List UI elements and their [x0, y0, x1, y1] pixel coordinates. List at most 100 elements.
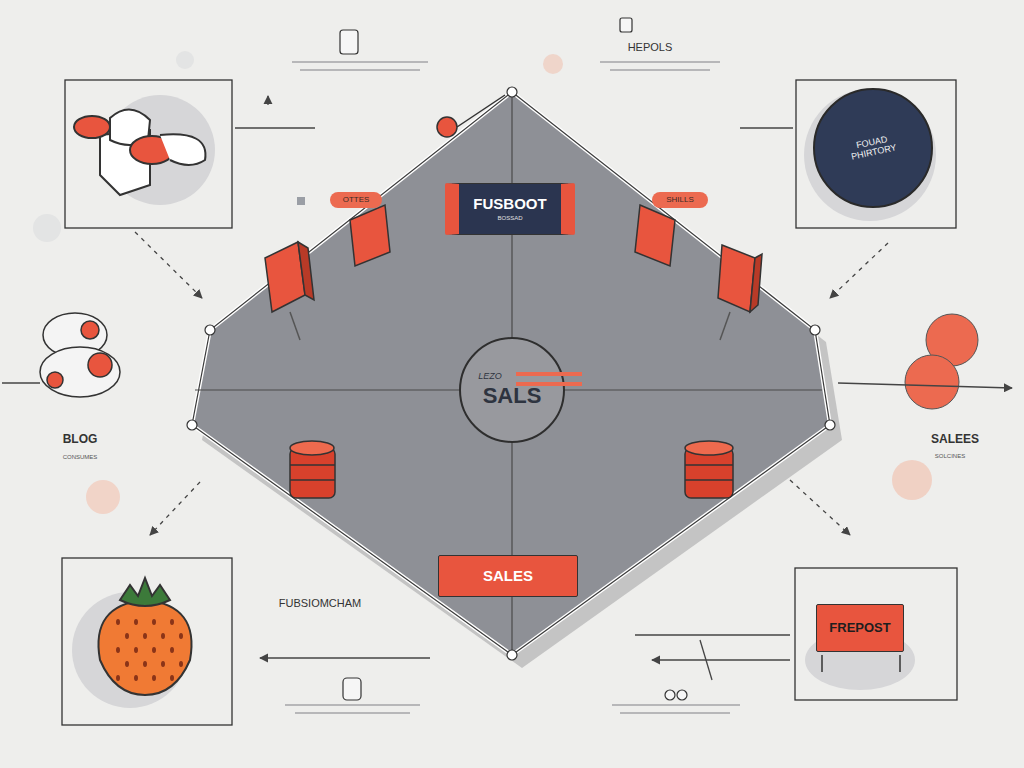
rail-post	[187, 87, 835, 660]
text-stack: SALES	[483, 568, 533, 585]
sign-post	[822, 655, 900, 672]
strawberry-seed	[170, 619, 174, 625]
pointer-arrow	[2, 382, 40, 383]
pointer-arrow	[740, 127, 793, 128]
strawberry	[98, 578, 191, 695]
barrel	[290, 441, 334, 455]
cluster-icon	[47, 372, 63, 388]
cluster-icon	[40, 347, 120, 397]
barrel	[685, 479, 733, 481]
dashed-leader	[830, 243, 888, 298]
strawberry-seed	[125, 661, 129, 667]
picture-frame	[796, 80, 956, 228]
strawberry-seed	[161, 661, 165, 667]
barrel	[290, 441, 733, 498]
strawberry-seed	[116, 619, 120, 625]
red-block	[750, 254, 762, 312]
dashed-leader	[790, 480, 850, 535]
frame-shadow	[72, 89, 936, 708]
barrel	[685, 441, 733, 455]
rail-post	[507, 87, 517, 97]
barrel	[685, 464, 733, 466]
red-block	[298, 242, 314, 300]
text-stack: FREPOST	[829, 621, 890, 635]
strawberry-seed	[143, 661, 147, 667]
text-line	[620, 712, 730, 714]
rail-post	[825, 420, 835, 430]
red-block	[720, 312, 730, 340]
frame-shadow	[804, 89, 936, 221]
text-line	[292, 61, 428, 63]
glove-figure	[74, 116, 110, 138]
orange-circle	[905, 355, 959, 409]
strawberry-seed	[179, 661, 183, 667]
text-label: SALEES	[931, 433, 979, 446]
text-label: FUBSIOMCHAM	[279, 597, 362, 609]
text-line	[295, 712, 410, 714]
small-icon	[343, 678, 361, 700]
cluster-icon	[81, 321, 99, 339]
small-icon	[340, 30, 358, 54]
text-label: BLOG	[63, 433, 98, 446]
sign-post	[899, 655, 901, 672]
text-label: OTTES	[343, 196, 370, 205]
red-block	[350, 205, 390, 266]
red-ball	[437, 117, 457, 137]
strawberry-seed	[170, 647, 174, 653]
sign-post	[821, 655, 823, 672]
node-title: FREPOST	[829, 621, 890, 635]
red-block	[718, 245, 755, 312]
node-title: LEZO	[478, 372, 502, 382]
node-subtitle: SALS	[483, 384, 542, 408]
cluster-icon	[40, 313, 120, 397]
node-title: FUSBOOT	[473, 196, 546, 213]
text-stack: FUSBOOT BOSSAD	[473, 196, 546, 221]
strawberry-seed	[143, 633, 147, 639]
field-line	[195, 92, 822, 655]
sales-sign: SALES	[438, 555, 578, 597]
soft-blob	[33, 214, 61, 242]
report-sign: FREPOST	[816, 604, 904, 652]
center-circle: LEZO SALS	[459, 337, 565, 443]
small-icon	[297, 197, 305, 205]
strawberry	[120, 578, 170, 606]
dashed-leader	[135, 232, 202, 298]
soft-blob	[176, 51, 194, 69]
rail-post	[507, 650, 517, 660]
tag-pill	[330, 192, 382, 208]
strawberry-seed	[152, 619, 156, 625]
picture-frame	[65, 80, 232, 228]
text-label: SHILLS	[666, 196, 694, 205]
node-subtitle: BOSSAD	[497, 215, 522, 222]
text-label: SOLCINES	[935, 453, 965, 460]
soft-blob	[543, 54, 563, 74]
glove-figure	[160, 134, 205, 165]
cluster-icon	[88, 353, 112, 377]
red-ball	[457, 95, 505, 127]
red-block	[635, 205, 675, 266]
picture-frame	[795, 568, 957, 700]
pointer-arrow	[235, 127, 315, 128]
text-line	[300, 69, 420, 71]
glove-figure	[74, 109, 205, 195]
strawberry-seed	[152, 647, 156, 653]
red-ball	[437, 95, 505, 137]
pointer-arrow	[267, 96, 268, 105]
strawberry-seed	[134, 647, 138, 653]
field-diamond	[192, 92, 830, 655]
strawberry-seed	[134, 675, 138, 681]
text-line	[610, 69, 710, 71]
strawberry-seed	[116, 619, 183, 681]
rail-post	[205, 325, 215, 335]
small-icon	[665, 690, 675, 700]
pointer-arrow	[838, 383, 1012, 388]
small-icon	[677, 690, 687, 700]
node-title: FOUAD PHIRTORY	[836, 131, 911, 165]
text-line	[285, 704, 420, 706]
strawberry-seed	[116, 647, 120, 653]
picture-frame	[62, 80, 957, 725]
dashed-leader	[135, 232, 888, 535]
strawberry-seed	[125, 633, 129, 639]
